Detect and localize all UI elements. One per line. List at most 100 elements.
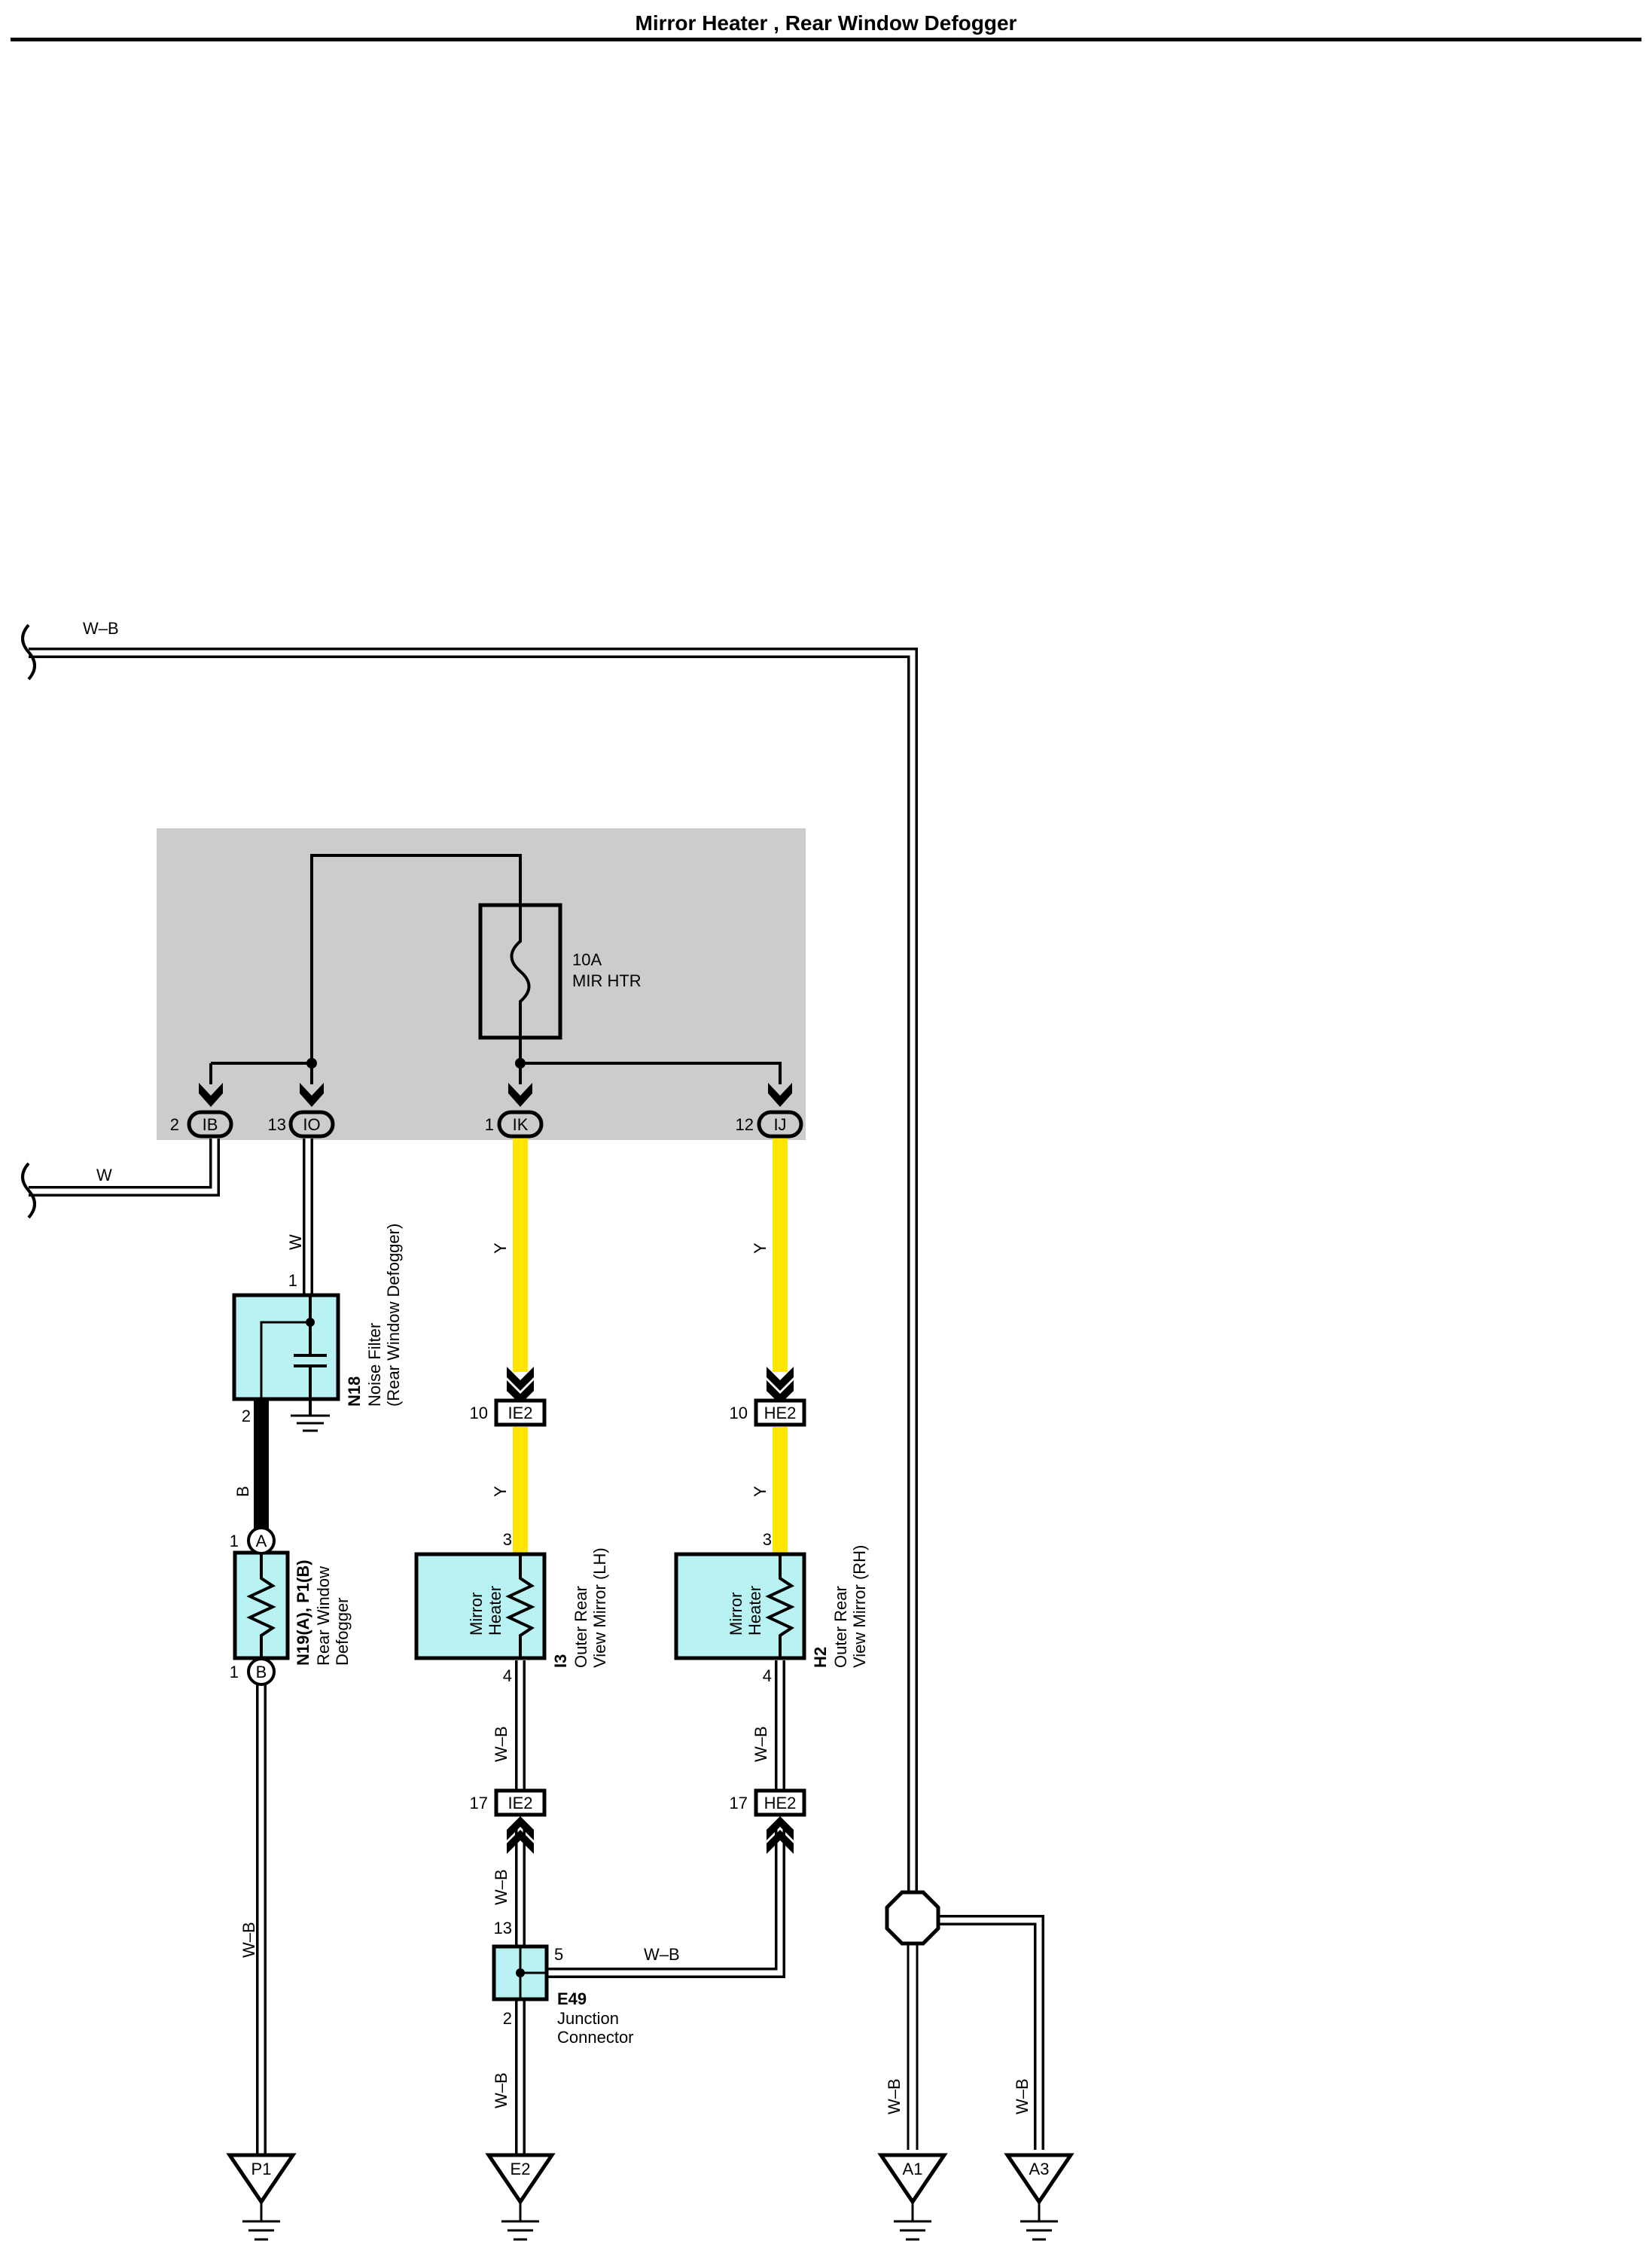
svg-text:Outer Rear: Outer Rear [571, 1586, 590, 1668]
svg-text:View Mirror (LH): View Mirror (LH) [590, 1547, 609, 1668]
ground-a1: A1 [877, 2153, 948, 2241]
fuse-name: MIR HTR [572, 971, 642, 990]
svg-text:1: 1 [230, 1532, 239, 1550]
junction-connector-e49: 13 5 2 E49 Junction Connector [492, 1919, 634, 2047]
splice-dot [306, 1058, 317, 1069]
mirror-heater-i3: Mirror Heater 3 4 I3 Outer Rear View Mir… [414, 1530, 609, 1685]
svg-text:N18: N18 [345, 1376, 364, 1407]
svg-text:A1: A1 [903, 2160, 923, 2178]
svg-text:10: 10 [470, 1404, 488, 1422]
ground-p1: P1 [226, 2153, 297, 2241]
wire-label-i3-wb: W–B [492, 1726, 511, 1762]
svg-text:4: 4 [503, 1666, 512, 1685]
yellow-wires [513, 1139, 788, 1555]
fuse-icon [510, 905, 531, 1038]
ground-a3: A3 [1004, 2153, 1074, 2241]
svg-text:I3: I3 [551, 1654, 570, 1668]
splice-dot [515, 1058, 526, 1069]
svg-text:IO: IO [303, 1115, 320, 1134]
jb-connector-ib: IB 2 [170, 1110, 233, 1139]
page-title: Mirror Heater , Rear Window Defogger [636, 11, 1017, 35]
wire-label-e49-he2-wb: W–B [644, 1945, 680, 1964]
svg-text:Mirror: Mirror [467, 1593, 486, 1636]
svg-text:2: 2 [503, 2009, 512, 2028]
jb-connector-ik: IK 1 [485, 1110, 544, 1139]
svg-text:N19(A), P1(B): N19(A), P1(B) [294, 1559, 312, 1666]
svg-text:17: 17 [730, 1794, 748, 1812]
resistor-icon [505, 1554, 535, 1658]
ground-icon [242, 2202, 280, 2241]
wire-label-ie2-e49-wb: W–B [492, 1869, 511, 1905]
wire-label-e49-e2-wb: W–B [492, 2072, 511, 2108]
ground-e2: E2 [485, 2153, 556, 2241]
ground-icon [291, 1414, 330, 1432]
svg-text:3: 3 [503, 1530, 512, 1549]
wire-label-p1-wb: W–B [239, 1922, 258, 1958]
svg-text:Rear Window: Rear Window [314, 1566, 333, 1666]
svg-text:13: 13 [494, 1919, 512, 1937]
junction-block-wiring [209, 854, 782, 1084]
resistor-icon [765, 1554, 795, 1658]
svg-text:Junction: Junction [557, 2009, 619, 2028]
ground-icon [1020, 2202, 1058, 2241]
fuse-rating: 10A [572, 950, 602, 969]
title-rule [11, 38, 1641, 41]
connector-he2-top: HE2 10 [730, 1367, 806, 1427]
jb-connector-arrows [199, 1083, 792, 1107]
svg-text:Mirror: Mirror [727, 1593, 745, 1636]
svg-text:17: 17 [470, 1794, 488, 1812]
ground-icon [501, 2202, 539, 2241]
svg-text:5: 5 [554, 1945, 563, 1964]
svg-text:P1: P1 [251, 2160, 272, 2178]
svg-text:IK: IK [513, 1115, 529, 1134]
wire-label-n18-b: B [233, 1486, 252, 1497]
noise-filter-n18: 1 2 N18 Noise Filter (Rear Window Defogg… [232, 1224, 403, 1432]
svg-text:Outer Rear: Outer Rear [831, 1586, 850, 1668]
svg-text:HE2: HE2 [764, 1404, 797, 1422]
svg-text:E2: E2 [511, 2160, 531, 2178]
connector-ie2-bottom: IE2 17 [470, 1788, 547, 1854]
svg-text:IJ: IJ [773, 1115, 786, 1134]
svg-text:IB: IB [203, 1115, 218, 1134]
wire-label-a1-wb: W–B [885, 2078, 904, 2114]
wire-label-top-wb: W–B [83, 619, 119, 638]
svg-text:IE2: IE2 [507, 1794, 532, 1812]
svg-text:Heater: Heater [745, 1586, 764, 1636]
mirror-heater-h2: Mirror Heater 3 4 H2 Outer Rear View Mir… [674, 1530, 869, 1685]
resistor-icon [246, 1553, 276, 1658]
svg-text:HE2: HE2 [764, 1794, 797, 1812]
svg-text:IE2: IE2 [507, 1404, 532, 1422]
wire-label-ie2-y: Y [491, 1486, 510, 1497]
svg-text:4: 4 [763, 1666, 772, 1685]
wire-break-left [21, 1162, 36, 1219]
svg-text:12: 12 [736, 1115, 754, 1134]
wire-label-ij-y: Y [751, 1242, 770, 1254]
svg-text:H2: H2 [811, 1647, 830, 1668]
wire-label-ik-y: Y [491, 1242, 510, 1254]
svg-text:1: 1 [288, 1271, 297, 1290]
svg-text:Heater: Heater [486, 1586, 504, 1636]
wire-label-he2-y: Y [751, 1486, 770, 1497]
svg-text:A: A [256, 1532, 267, 1550]
svg-text:3: 3 [763, 1530, 772, 1549]
wire-label-io-w: W [286, 1234, 305, 1250]
splice-point [885, 1890, 940, 1946]
svg-text:(Rear Window Defogger): (Rear Window Defogger) [384, 1224, 403, 1407]
svg-text:A3: A3 [1029, 2160, 1050, 2178]
wire-label-left-w: W [96, 1166, 112, 1184]
svg-text:View Mirror (RH): View Mirror (RH) [850, 1545, 869, 1668]
svg-text:Connector: Connector [557, 2028, 634, 2047]
wire-label-h2-wb: W–B [751, 1726, 770, 1762]
svg-text:E49: E49 [557, 1989, 587, 2008]
svg-text:1: 1 [230, 1663, 239, 1681]
jb-connector-io: IO 13 [268, 1110, 335, 1139]
svg-text:B: B [256, 1663, 267, 1681]
connector-ie2-top: IE2 10 [470, 1367, 547, 1427]
wire-label-a3-wb: W–B [1013, 2078, 1032, 2114]
ground-icon [894, 2202, 931, 2241]
svg-text:10: 10 [730, 1404, 748, 1422]
svg-text:1: 1 [485, 1115, 494, 1134]
rear-window-defogger: A B 1 1 N19(A), P1(B) Rear Window Defogg… [230, 1526, 352, 1686]
white-wires [29, 648, 1044, 2155]
